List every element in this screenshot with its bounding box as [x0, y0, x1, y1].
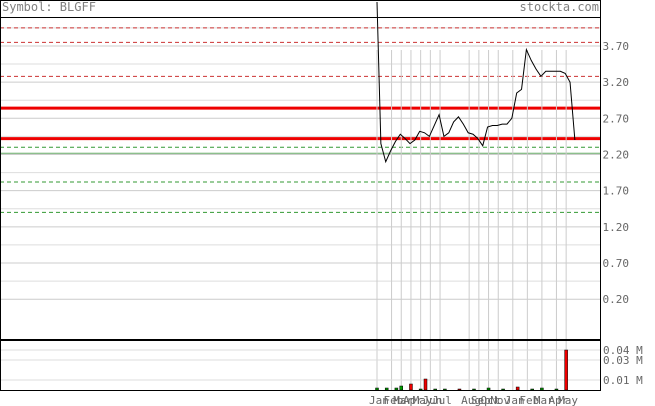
price-tick-label: 3.70 [603, 40, 630, 53]
support-resistance-lines [0, 27, 600, 213]
date-tick-label: Mar [393, 394, 413, 406]
date-tick-label: May [413, 394, 433, 406]
volume-bar [384, 387, 389, 391]
volume-bar [486, 387, 491, 391]
volume-bar [418, 388, 423, 391]
volume-tick-label: 0.04 M [603, 344, 643, 357]
price-tick-label: 2.70 [603, 112, 630, 125]
date-tick-label: May [558, 394, 578, 406]
volume-bars [375, 349, 568, 391]
date-tick-label: Feb [384, 394, 404, 406]
date-tick-label: Jan [505, 394, 525, 406]
price-panel-frame [0, 0, 601, 340]
date-tick-label: Apr [548, 394, 568, 406]
date-tick-label: Aug [461, 394, 481, 406]
date-tick-label: Jan [369, 394, 389, 406]
volume-bar [472, 388, 476, 391]
price-series [376, 1, 576, 164]
volume-bar [443, 388, 447, 391]
volume-bar [457, 388, 462, 391]
volume-bar [540, 387, 544, 391]
volume-bar [375, 387, 379, 391]
date-tick-label: Apr [403, 394, 423, 406]
price-line [376, 1, 576, 164]
date-tick-label: Oct [481, 394, 501, 406]
volume-bar [564, 349, 568, 391]
volume-bar [399, 385, 403, 391]
site-label: stockta.com [520, 0, 599, 14]
volume-tick-label: 0.01 M [603, 374, 643, 387]
volume-bar [554, 388, 559, 391]
chart-frames [0, 0, 601, 391]
price-tick-label: 0.70 [603, 257, 630, 270]
volume-bar [433, 388, 437, 391]
volume-bar [530, 388, 534, 391]
volume-bar [423, 378, 428, 391]
date-tick-label: Jun [422, 394, 442, 406]
volume-bar [515, 386, 520, 391]
symbol-label: Symbol: BLGFF [2, 0, 96, 14]
volume-bar [394, 387, 399, 391]
date-tick-label: Nov [490, 394, 510, 406]
volume-grid [0, 349, 600, 381]
month-gridlines [376, 50, 567, 390]
date-tick-label: Sep [471, 394, 491, 406]
price-tick-label: 1.70 [603, 185, 630, 198]
volume-panel-frame [0, 340, 601, 391]
price-tick-label: 3.20 [603, 76, 630, 89]
volume-bar [501, 388, 505, 391]
volume-tick-label: 0.03 M [603, 354, 643, 367]
price-tick-label: 2.20 [603, 148, 630, 161]
volume-bar [409, 383, 413, 391]
price-axis-labels: 0.20 0.70 1.20 1.70 2.20 2.70 3.20 3.70 [603, 40, 630, 306]
price-tick-label: 0.20 [603, 293, 630, 306]
date-tick-label: Mar [534, 394, 554, 406]
volume-axis-labels: 0.01 M 0.03 M0.04 M [603, 344, 643, 387]
price-tick-label: 1.20 [603, 221, 630, 234]
price-grid [0, 27, 600, 300]
date-tick-label: Jul [432, 394, 452, 406]
date-tick-label: Feb [519, 394, 539, 406]
